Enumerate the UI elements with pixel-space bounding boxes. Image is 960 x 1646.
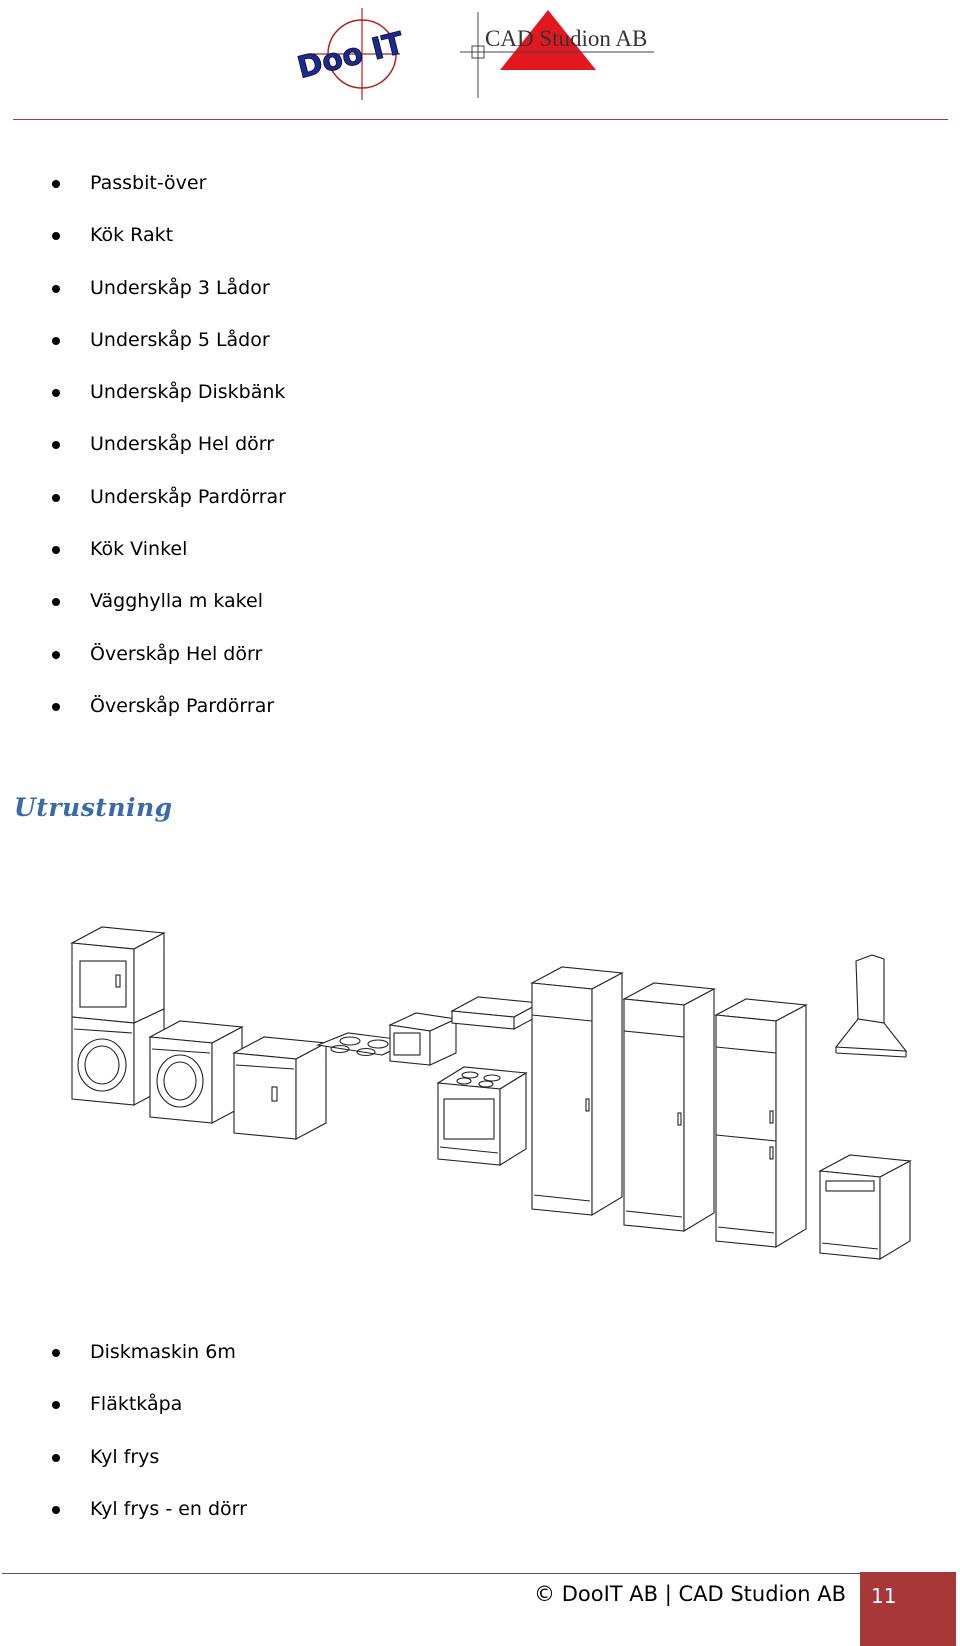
bullet-icon (52, 180, 60, 188)
bullet-icon (52, 493, 60, 502)
list-item-label: Passbit-över (90, 172, 207, 194)
page-header: Doo IT CAD Studion AB (0, 0, 960, 122)
list-item-label: Fläktkåpa (90, 1393, 183, 1416)
list-item-label: Kyl frys (90, 1445, 160, 1468)
list-item-label: Underskåp Pardörrar (90, 485, 286, 508)
wall-shelf-illustration (450, 996, 542, 1030)
list-item-label: Underskåp 3 Lådor (90, 276, 270, 299)
bullet-icon (52, 232, 60, 241)
footer-divider (2, 1573, 860, 1574)
dishwasher-illustration (232, 1036, 328, 1140)
bullet-icon (52, 389, 60, 398)
page-number: 11 (871, 1584, 897, 1608)
list-item-label: Överskåp Hel dörr (90, 642, 263, 665)
dryer-illustration (70, 926, 166, 1024)
cad-studion-logo: CAD Studion AB (460, 10, 654, 98)
list-item-label: Kök Vinkel (90, 538, 188, 561)
list-item-label: Vägghylla m kakel (90, 590, 263, 613)
bullet-icon (52, 336, 60, 345)
dooit-logo: Doo IT (294, 8, 404, 100)
bullet-icon (52, 598, 60, 607)
fridge-freezer-illustration (714, 998, 808, 1248)
dishwasher-illustration (818, 1154, 912, 1260)
bullet-icon (52, 650, 60, 659)
list-item-label: Överskåp Pardörrar (90, 694, 275, 717)
refrigerator-illustration (622, 982, 716, 1232)
bullet-icon (52, 1349, 60, 1357)
list-item-label: Underskåp Hel dörr (90, 433, 275, 456)
header-divider (13, 119, 948, 120)
refrigerator-illustration (530, 966, 624, 1216)
bullet-icon (52, 284, 60, 293)
bullet-icon (52, 1453, 60, 1462)
washing-machine-illustration (148, 1020, 244, 1124)
list-item-label: Kyl frys - en dörr (90, 1497, 247, 1520)
list-item-label: Diskmaskin 6m (90, 1341, 236, 1363)
list-item-label: Underskåp 5 Lådor (90, 328, 270, 351)
microwave-illustration (388, 1012, 458, 1066)
list-item-label: Underskåp Diskbänk (90, 381, 286, 404)
bullet-icon (52, 546, 60, 555)
list-item-label: Kök Rakt (90, 224, 174, 247)
footer-copyright: © DooIT AB | CAD Studion AB (534, 1582, 846, 1606)
bullet-icon (52, 1505, 60, 1514)
cad-studion-logo-text: CAD Studion AB (485, 26, 647, 51)
equipment-illustration (70, 926, 912, 1260)
bullet-icon (52, 441, 60, 450)
section-heading: Utrustning (14, 793, 173, 822)
bullet-icon (52, 702, 60, 711)
stove-illustration (436, 1066, 528, 1166)
bullet-icon (52, 1401, 60, 1410)
range-hood-illustration (834, 954, 908, 1058)
page-number-box: 11 (860, 1572, 956, 1646)
